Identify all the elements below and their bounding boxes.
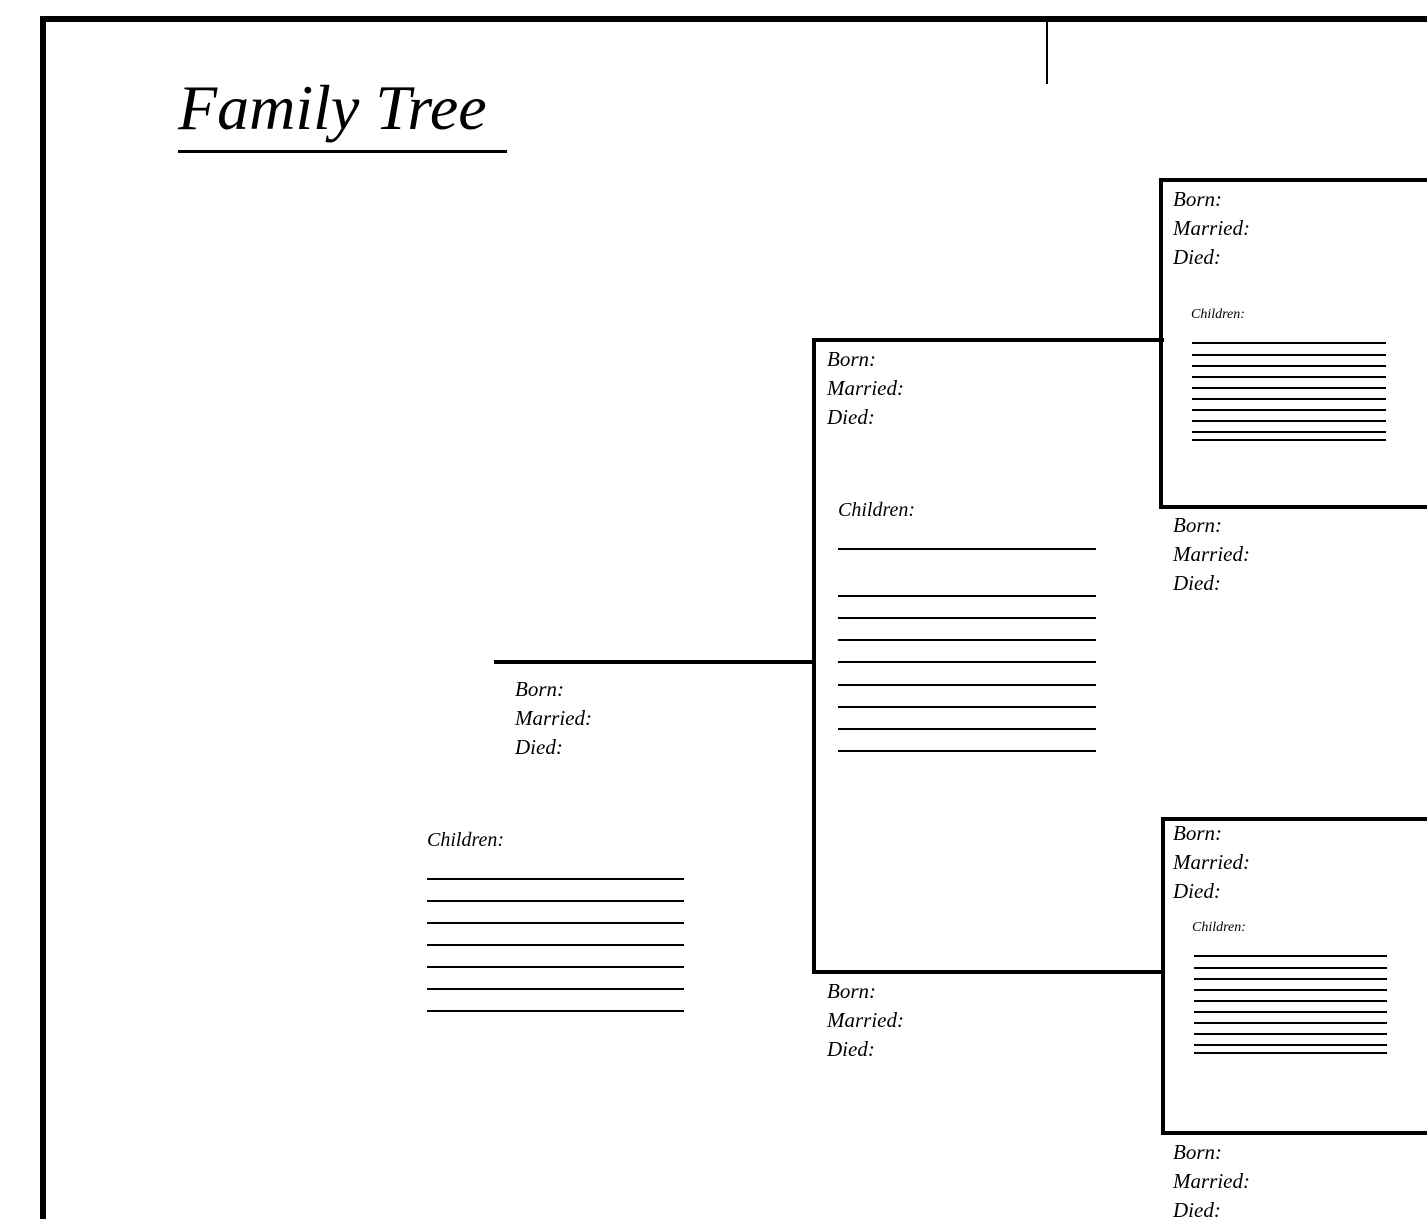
child-line [1192,376,1386,378]
child-line [1194,1022,1387,1024]
died-label: Died: [827,1037,875,1061]
child-line [427,988,684,990]
paternal-children-lines [1192,342,1386,442]
child-line [1194,1011,1387,1013]
child-line [1194,955,1387,957]
paternal-grandmother-fields: Born: Married: Died: [1173,511,1250,598]
father-children-label: Children: [838,499,916,521]
child-line [1192,431,1386,433]
child-line [838,639,1096,641]
child-line [427,922,684,924]
maternal-grandfather-fields: Born: Married: Died: [1173,819,1250,906]
child-line [1194,967,1387,969]
child-line [1192,365,1386,367]
child-line [838,728,1096,730]
died-label: Died: [827,405,875,429]
died-label: Died: [515,735,563,759]
page-border-top [40,16,1427,22]
child-line [1192,387,1386,389]
paternal-grandfather-fields: Born: Married: Died: [1173,185,1250,272]
born-label: Born: [827,347,876,371]
married-label: Married: [1173,216,1250,240]
maternal-grandparents-bracket [1161,817,1427,1135]
maternal-children-lines [1194,955,1387,1055]
born-label: Born: [1173,513,1222,537]
page-title: Family Tree [178,72,487,143]
child-line [427,878,684,880]
top-tick-line [1046,22,1048,84]
born-label: Born: [515,677,564,701]
died-label: Died: [1173,1198,1221,1219]
born-label: Born: [1173,187,1222,211]
child-line [427,1010,684,1012]
child-line [1192,398,1386,400]
child-line [838,661,1096,663]
title-underline [178,150,507,153]
person-connector-line [494,660,816,664]
child-line [838,595,1096,597]
born-label: Born: [827,979,876,1003]
child-line [1192,342,1386,344]
child-line [1194,1000,1387,1002]
page-border-left [40,16,46,1219]
child-line [427,966,684,968]
died-label: Died: [1173,879,1221,903]
child-line [838,706,1096,708]
married-label: Married: [1173,542,1250,566]
child-line [838,684,1096,686]
married-label: Married: [1173,850,1250,874]
child-line [1194,978,1387,980]
married-label: Married: [827,376,904,400]
parents-bracket [812,338,1164,974]
child-line [1192,409,1386,411]
child-line [1194,1052,1387,1054]
father-fields: Born: Married: Died: [827,345,904,432]
married-label: Married: [827,1008,904,1032]
child-line [427,944,684,946]
maternal-grandmother-fields: Born: Married: Died: [1173,1138,1250,1219]
person-children-label: Children: [427,829,505,851]
child-line [1192,439,1386,441]
born-label: Born: [1173,1140,1222,1164]
child-line [1194,1033,1387,1035]
child-line [1192,354,1386,356]
child-line [1192,420,1386,422]
person-children-lines [427,878,684,1018]
child-line [1194,989,1387,991]
died-label: Died: [1173,571,1221,595]
died-label: Died: [1173,245,1221,269]
maternal-children-label: Children: [1192,920,1246,935]
paternal-children-label: Children: [1191,307,1245,322]
child-line [427,900,684,902]
born-label: Born: [1173,821,1222,845]
child-line [838,548,1096,550]
married-label: Married: [1173,1169,1250,1193]
child-line [838,617,1096,619]
child-line [1194,1044,1387,1046]
paternal-grandparents-bracket [1159,178,1427,509]
father-children-lines [838,548,1096,758]
mother-fields: Born: Married: Died: [827,977,904,1064]
married-label: Married: [515,706,592,730]
person-fields: Born: Married: Died: [515,675,592,762]
child-line [838,750,1096,752]
